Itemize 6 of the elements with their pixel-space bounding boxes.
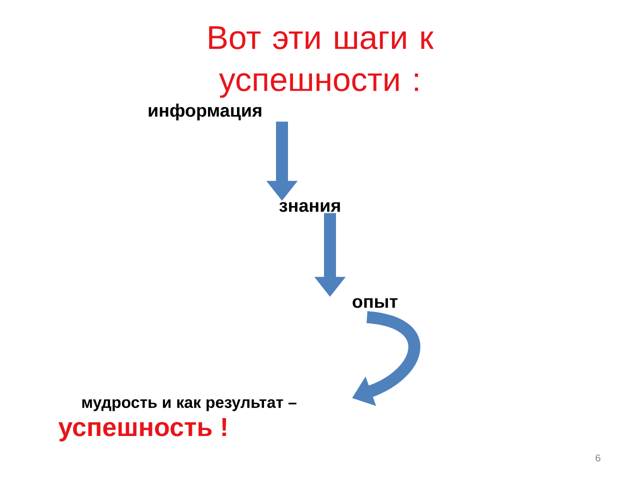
- step-text: информация: [148, 104, 262, 120]
- title: Вот эти шаги к успешности :: [209, 26, 434, 98]
- step-text: мудрость и как результат – успешность !: [58, 399, 296, 442]
- step-text: опыт: [352, 298, 398, 308]
- step-text: знания: [279, 202, 340, 212]
- page-number: 6: [596, 454, 600, 462]
